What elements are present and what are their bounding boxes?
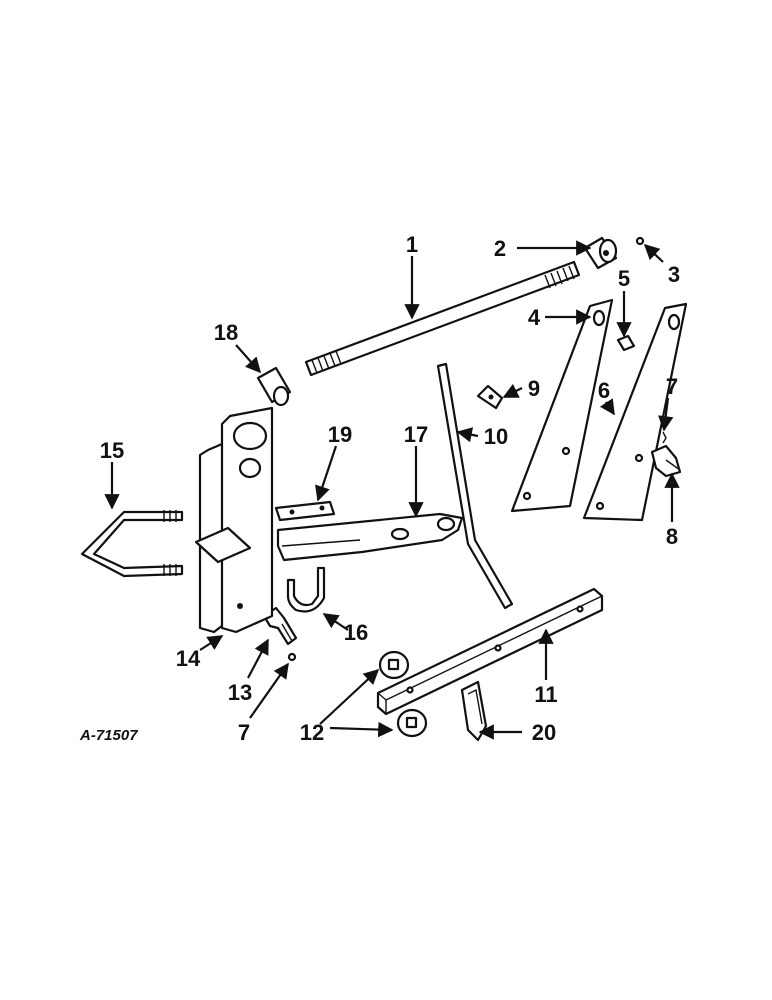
part-clamp [476,384,504,410]
part-bracket [194,406,274,634]
callout-13: 13 [228,680,252,705]
part-rod [304,260,581,377]
leader-7-lower [249,662,289,719]
part-strap [274,500,336,522]
callout-4: 4 [528,305,541,330]
leader-12a [319,668,380,725]
callout-19: 19 [328,422,352,447]
part-arm [276,512,464,562]
callout-11: 11 [534,682,557,707]
leader-16 [322,613,349,631]
leader-12b [329,721,394,738]
leader-3 [643,243,664,263]
leader-14 [199,635,224,651]
part-bushing-left [256,366,292,407]
figure-id: A-71507 [79,727,138,744]
part-bushing [616,334,636,352]
callout-15: 15 [100,438,124,463]
callouts: 1 2 3 4 5 6 7 7 8 9 10 11 12 13 14 15 16… [100,232,680,745]
part-washers [378,650,428,738]
leader-9 [502,383,523,398]
callout-8: 8 [666,524,678,549]
callout-16: 16 [344,620,368,645]
part-cotter-lower [287,652,297,662]
part-cotter-upper [662,431,667,444]
part-u-bolt [80,510,184,578]
part-plate-right [582,302,688,522]
leader-10 [456,427,479,443]
callout-14: 14 [176,646,201,671]
leader-13 [247,638,269,679]
part-bolt-right [650,444,682,478]
part-u-bolt-small [286,566,326,613]
leader-lines [104,240,680,740]
leader-18 [235,344,262,374]
callout-12: 12 [300,720,324,745]
callout-1: 1 [406,232,418,257]
leader-7-upper [658,397,674,432]
callout-5: 5 [618,266,630,291]
callout-18: 18 [214,320,238,345]
callout-3: 3 [668,262,680,287]
callout-7-lower: 7 [238,720,250,745]
part-bent-rod [436,362,514,610]
callout-9: 9 [528,376,540,401]
callout-17: 17 [404,422,428,447]
part-spacer [583,236,618,270]
callout-10: 10 [484,424,508,449]
callout-6: 6 [598,378,610,403]
part-pin-small [635,236,645,246]
part-bar [376,587,604,716]
callout-7-upper: 7 [666,374,678,399]
callout-2: 2 [494,236,506,261]
callout-20: 20 [532,720,556,745]
part-plate-left [510,298,614,513]
leader-19 [315,445,338,502]
leader-6 [599,398,615,416]
